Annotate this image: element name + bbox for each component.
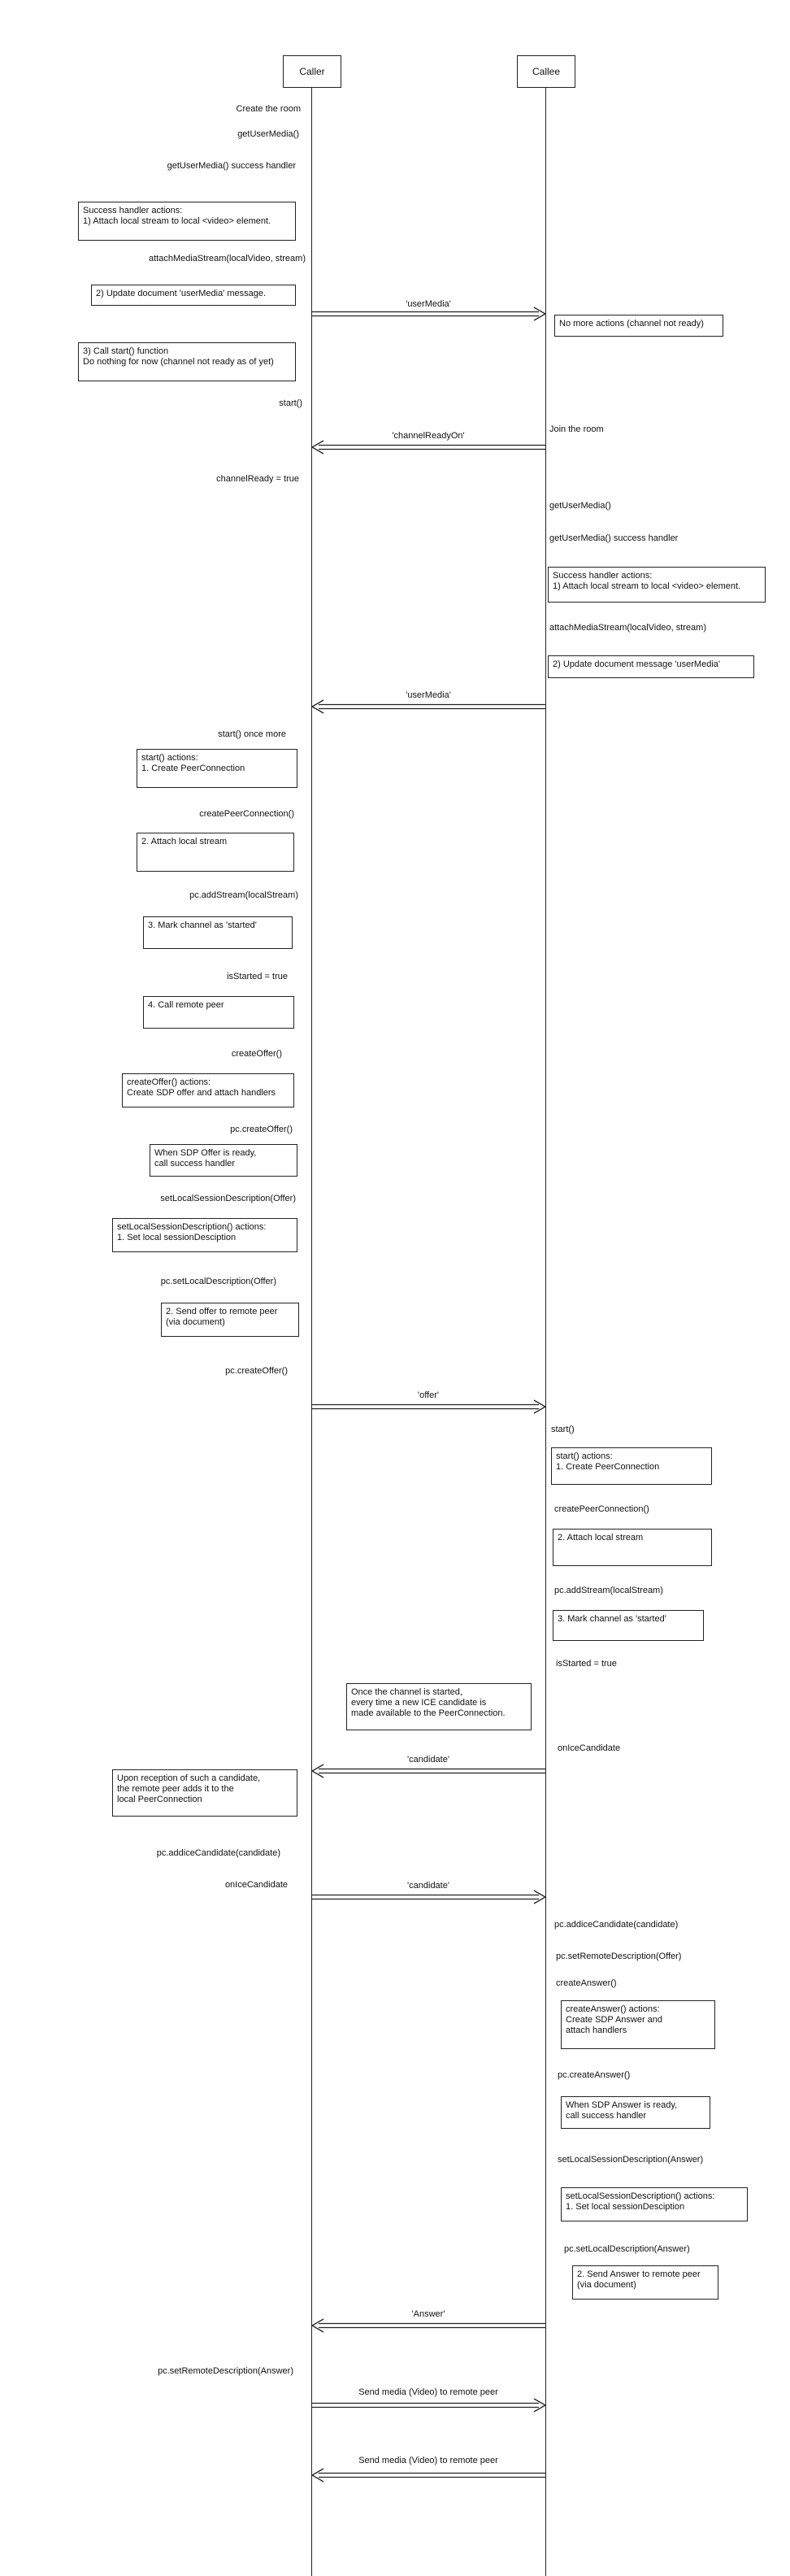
callee-note: createAnswer() actions: Create SDP Answe…	[561, 2000, 715, 2049]
callee-label: isStarted = true	[556, 1659, 617, 1669]
caller-label: pc.addStream(localStream)	[189, 890, 298, 900]
message-label: 'channelReadyOn'	[392, 431, 465, 441]
callee-note: 2. Send Answer to remote peer (via docum…	[572, 2265, 718, 2300]
callee-label: createPeerConnection()	[554, 1504, 649, 1514]
message-arrow	[312, 2398, 547, 2413]
caller-note: createOffer() actions: Create SDP offer …	[122, 1073, 294, 1107]
caller-lifeline	[311, 88, 312, 2576]
callee-label: attachMediaStream(localVideo, stream)	[549, 623, 706, 633]
callee-label: pc.addiceCandidate(candidate)	[554, 1920, 679, 1930]
callee-label: setLocalSessionDescription(Answer)	[558, 2155, 704, 2165]
callee-label: createAnswer()	[556, 1978, 617, 1988]
caller-label: createOffer()	[231, 1049, 282, 1059]
caller-note: 2) Update document 'userMedia' message.	[91, 285, 296, 306]
caller-note: 2. Attach local stream	[137, 833, 294, 872]
message-label: Send media (Video) to remote peer	[358, 2387, 498, 2397]
message-label: Send media (Video) to remote peer	[358, 2456, 498, 2465]
caller-label: start() once more	[218, 729, 286, 739]
actor-callee: Callee	[517, 55, 575, 88]
callee-label: pc.addStream(localStream)	[554, 1586, 663, 1595]
callee-note: When SDP Answer is ready, call success h…	[561, 2096, 710, 2129]
callee-note: 2. Attach local stream	[553, 1529, 712, 1566]
caller-label: isStarted = true	[227, 972, 288, 981]
actor-caller-label: Caller	[299, 66, 325, 77]
message-arrow	[312, 1890, 547, 1904]
callee-note: 2) Update document message 'userMedia'	[548, 655, 754, 678]
message-label: 'candidate'	[407, 1755, 449, 1764]
caller-label: setLocalSessionDescription(Offer)	[160, 1194, 296, 1203]
message-label: 'candidate'	[407, 1881, 449, 1891]
caller-note: setLocalSessionDescription() actions: 1.…	[112, 1218, 297, 1252]
ice-candidate-note: Once the channel is started, every time …	[346, 1683, 532, 1730]
caller-note: When SDP Offer is ready, call success ha…	[150, 1144, 297, 1177]
message-arrow	[310, 2468, 545, 2482]
caller-note: 3. Mark channel as 'started'	[143, 916, 293, 949]
caller-label: channelReady = true	[216, 474, 299, 484]
message-arrow	[310, 440, 545, 455]
message-label: 'Answer'	[411, 2309, 445, 2319]
caller-label: start()	[279, 398, 302, 408]
caller-label: pc.setLocalDescription(Offer)	[160, 1277, 276, 1286]
callee-label: start()	[551, 1425, 575, 1434]
caller-label: pc.setRemoteDescription(Answer)	[158, 2366, 293, 2376]
message-arrow	[310, 2318, 545, 2333]
callee-note: Success handler actions: 1) Attach local…	[548, 567, 766, 603]
callee-label: pc.setLocalDescription(Answer)	[564, 2244, 690, 2254]
caller-note: Success handler actions: 1) Attach local…	[78, 202, 296, 241]
callee-note: setLocalSessionDescription() actions: 1.…	[561, 2187, 748, 2221]
callee-label: Join the room	[549, 424, 604, 434]
message-label: 'offer'	[417, 1390, 439, 1400]
message-arrow	[312, 1399, 547, 1414]
caller-label: getUserMedia()	[237, 129, 299, 139]
message-arrow	[310, 1764, 545, 1778]
caller-label: createPeerConnection()	[199, 809, 294, 819]
callee-note: start() actions: 1. Create PeerConnectio…	[551, 1447, 712, 1485]
caller-label: Create the room	[236, 104, 301, 114]
callee-note: No more actions (channel not ready)	[554, 315, 723, 337]
callee-label: getUserMedia() success handler	[549, 533, 679, 543]
actor-caller: Caller	[283, 55, 341, 88]
caller-note: 4. Call remote peer	[143, 996, 294, 1029]
message-arrow	[310, 699, 545, 714]
callee-note: 3. Mark channel as 'started'	[553, 1610, 704, 1641]
caller-label: onIceCandidate	[224, 1880, 288, 1890]
callee-lifeline	[545, 88, 546, 2576]
callee-label: pc.setRemoteDescription(Offer)	[556, 1952, 682, 1961]
message-label: 'userMedia'	[406, 299, 451, 309]
message-label: 'userMedia'	[406, 690, 451, 700]
caller-label: pc.createOffer()	[230, 1125, 293, 1134]
caller-label: getUserMedia() success handler	[167, 161, 296, 171]
caller-label: pc.createOffer()	[225, 1366, 288, 1376]
callee-label: getUserMedia()	[549, 501, 611, 511]
caller-note: 2. Send offer to remote peer (via docume…	[161, 1303, 299, 1337]
message-arrow	[312, 307, 547, 321]
caller-note: start() actions: 1. Create PeerConnectio…	[137, 749, 297, 788]
actor-callee-label: Callee	[532, 66, 561, 77]
caller-note: 3) Call start() function Do nothing for …	[78, 342, 296, 381]
callee-label: pc.createAnswer()	[558, 2070, 631, 2080]
caller-note: Upon reception of such a candidate, the …	[112, 1769, 297, 1817]
caller-label: pc.addiceCandidate(candidate)	[156, 1848, 280, 1858]
caller-label: attachMediaStream(localVideo, stream)	[149, 254, 306, 263]
callee-label: onIceCandidate	[558, 1743, 621, 1753]
